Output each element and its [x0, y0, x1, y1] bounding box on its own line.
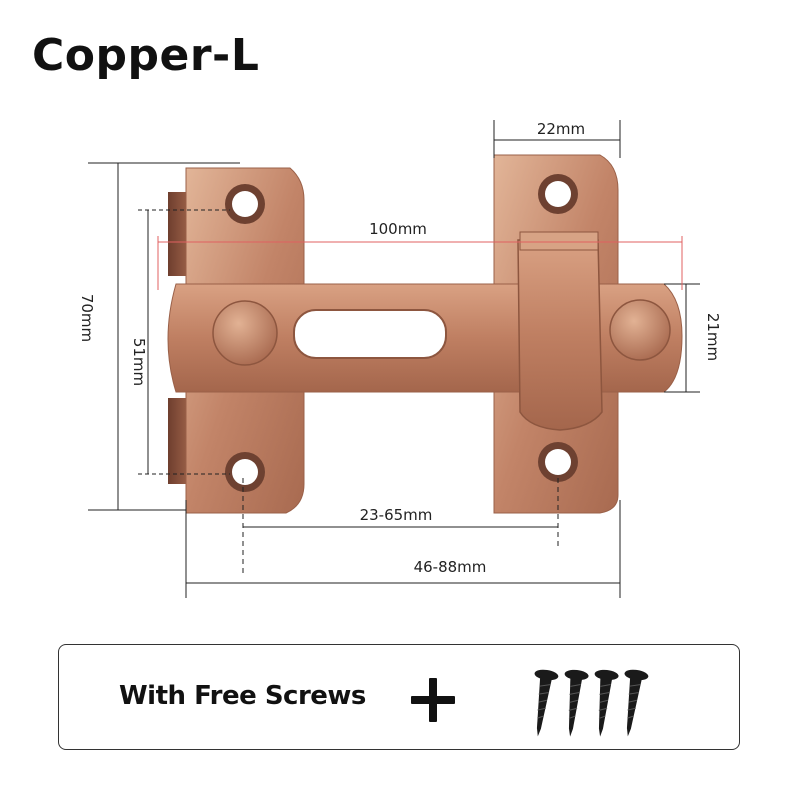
product-title: Copper-L [32, 30, 260, 81]
dim-hole-spacing: 51mm [130, 338, 148, 386]
bar-slot [293, 309, 447, 359]
plus-icon [411, 678, 455, 722]
keeper-staple [517, 239, 603, 431]
dim-height: 70mm [78, 294, 96, 342]
free-screws-banner: With Free Screws [58, 644, 740, 750]
dim-span: 100mm [369, 220, 427, 238]
dimension-lines [88, 120, 700, 598]
dim-adjust-min: 23-65mm [360, 506, 433, 524]
promo-text: With Free Screws [119, 681, 366, 711]
dim-bar-height: 21mm [704, 313, 722, 361]
left-hinge-edge-top [168, 192, 188, 276]
bar-knob-left [212, 300, 278, 366]
span-guide-line [157, 236, 683, 290]
latch-dimension-diagram: 22mm 100mm 70mm 51mm 21mm 23-65mm 46-88m… [78, 120, 722, 598]
bar-knob-right [609, 299, 671, 361]
screws-icon [534, 669, 649, 737]
dim-top-width: 22mm [537, 120, 585, 138]
dim-adjust-max: 46-88mm [414, 558, 487, 576]
left-hinge-edge-bottom [168, 398, 188, 484]
